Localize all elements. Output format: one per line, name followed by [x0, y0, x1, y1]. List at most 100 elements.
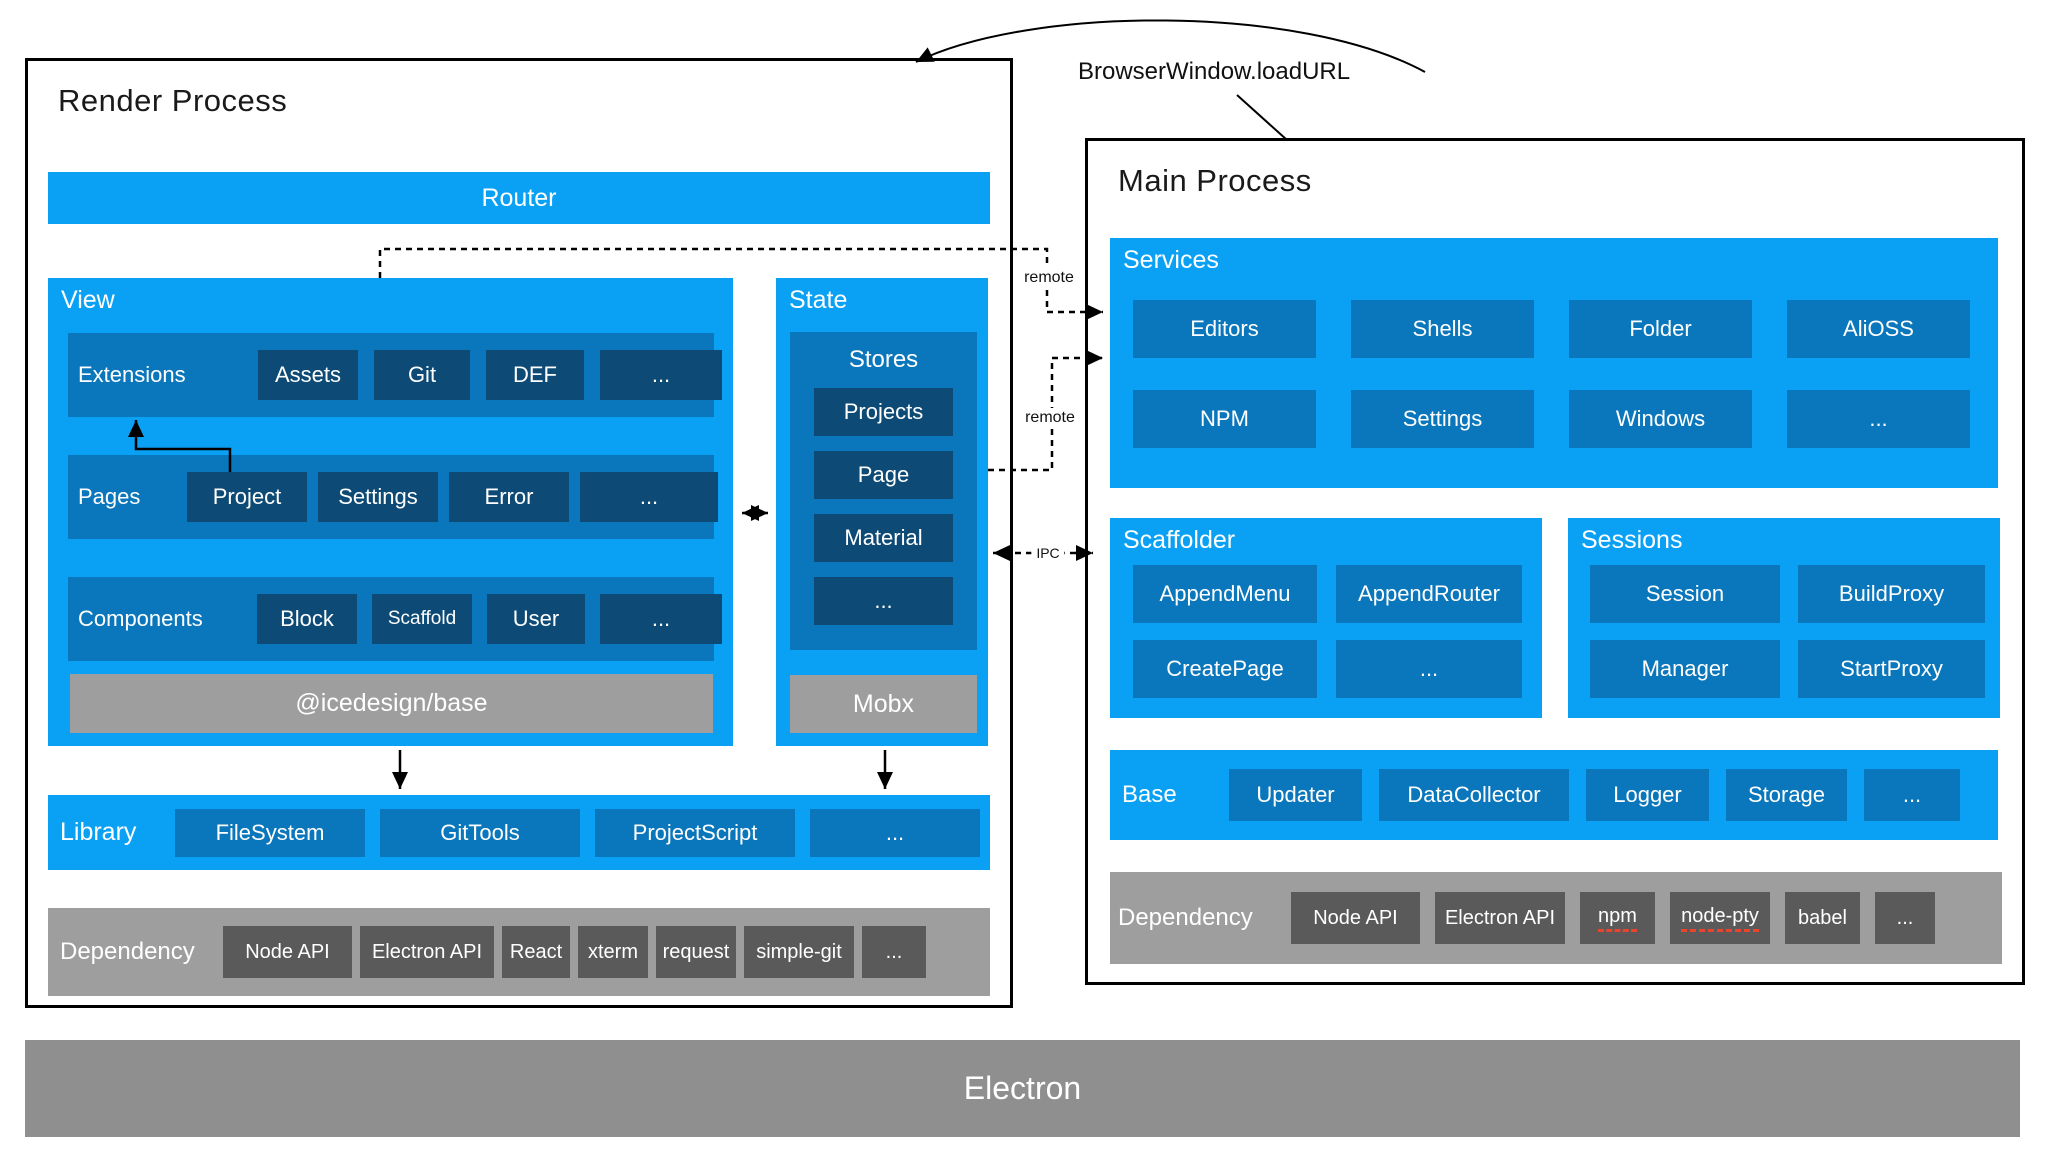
item-chip: babel — [1785, 892, 1860, 944]
item-chip: ... — [810, 808, 980, 857]
item-chip: Updater — [1229, 769, 1362, 821]
item-chip-label: Node API — [1313, 906, 1398, 929]
scaffolder-title: Scaffolder — [1123, 526, 1236, 554]
item-chip: npm — [1580, 892, 1655, 944]
ipc-label: IPC — [1031, 544, 1065, 562]
electron-bar: Electron — [25, 1040, 2020, 1137]
item-chip: ... — [1864, 769, 1960, 821]
library-bar: Library FileSystem GitTools ProjectScrip… — [48, 795, 990, 870]
item-chip: Node API — [1291, 892, 1420, 944]
item-chip-label: node-pty — [1681, 905, 1759, 932]
view-row-components: Components Block Scaffold User ... — [68, 577, 722, 661]
scaffolder-panel: Scaffolder AppendMenu AppendRouter Creat… — [1110, 518, 1542, 718]
item-chip: Node API — [223, 926, 352, 978]
render-process-title: Render Process — [58, 83, 288, 118]
item-chip: Assets — [258, 350, 358, 400]
view-row-pages: Pages Project Settings Error ... — [68, 455, 718, 539]
item-chip: Settings — [318, 472, 438, 522]
item-chip: ... — [814, 577, 953, 625]
item-chip: xterm — [578, 926, 648, 978]
item-chip: Electron API — [1435, 892, 1565, 944]
item-chip: Session — [1590, 565, 1780, 623]
main-dependency-bar: Dependency Node API Electron API npm nod… — [1110, 872, 2002, 964]
item-chip: Windows — [1569, 390, 1752, 448]
item-chip-label: babel — [1798, 906, 1847, 929]
sessions-row-1: Session BuildProxy — [1568, 565, 2000, 623]
item-chip: ... — [1875, 892, 1935, 944]
remote-label-1: remote — [1019, 268, 1079, 288]
services-row-1: Editors Shells Folder AliOSS — [1110, 300, 1998, 358]
item-chip: Error — [449, 472, 569, 522]
sessions-title: Sessions — [1581, 526, 1683, 554]
stores-title: Stores — [848, 346, 919, 373]
main-process-title: Main Process — [1118, 163, 1312, 198]
item-chip: Projects — [814, 388, 953, 436]
services-row-2: NPM Settings Windows ... — [1110, 390, 1998, 448]
view-title: View — [61, 286, 115, 314]
router-bar: Router — [48, 172, 990, 224]
item-chip: Block — [257, 594, 357, 644]
icedesign-base-bar: @icedesign/base — [70, 674, 713, 733]
item-chip: ... — [600, 350, 722, 400]
item-chip: AliOSS — [1787, 300, 1970, 358]
item-chip: React — [502, 926, 570, 978]
loadurl-label: BrowserWindow.loadURL — [1078, 58, 1351, 85]
item-chip: CreatePage — [1133, 640, 1317, 698]
state-title: State — [789, 286, 848, 314]
item-chip: AppendRouter — [1336, 565, 1522, 623]
item-chip: Material — [814, 514, 953, 562]
item-chip: User — [487, 594, 585, 644]
stores-box: Stores Projects Page Material ... — [790, 332, 977, 650]
item-chip: Git — [374, 350, 470, 400]
row-label: Pages — [78, 484, 141, 509]
services-title: Services — [1123, 246, 1219, 274]
dependency-label: Dependency — [1118, 904, 1253, 931]
item-chip: ... — [1336, 640, 1522, 698]
scaffolder-row-1: AppendMenu AppendRouter — [1110, 565, 1542, 623]
render-dependency-bar: Dependency Node API Electron API React x… — [48, 908, 990, 996]
item-chip: Editors — [1133, 300, 1316, 358]
view-panel: View Extensions Assets Git DEF ... Pages… — [48, 278, 733, 746]
item-chip: ... — [580, 472, 718, 522]
item-chip: BuildProxy — [1798, 565, 1985, 623]
item-chip: StartProxy — [1798, 640, 1985, 698]
item-chip: GitTools — [380, 808, 580, 857]
item-chip: request — [656, 926, 736, 978]
remote-label-2: remote — [1020, 408, 1080, 428]
view-row-extensions: Extensions Assets Git DEF ... — [68, 333, 722, 417]
dependency-label: Dependency — [60, 938, 195, 965]
library-label: Library — [60, 818, 137, 846]
item-chip: FileSystem — [175, 808, 365, 857]
services-panel: Services Editors Shells Folder AliOSS NP… — [1110, 238, 1998, 488]
item-chip-label: ... — [1896, 906, 1914, 929]
item-chip: Electron API — [360, 926, 494, 978]
item-chip: Folder — [1569, 300, 1752, 358]
item-chip: Scaffold — [372, 594, 472, 644]
item-chip: DEF — [486, 350, 584, 400]
base-label: Base — [1122, 781, 1177, 808]
row-label: Extensions — [78, 362, 186, 387]
stores-items: Projects Page Material ... — [814, 388, 953, 625]
scaffolder-row-2: CreatePage ... — [1110, 640, 1542, 698]
state-panel: State Stores Projects Page Material ... … — [776, 278, 988, 746]
loadurl-leader-line — [1236, 94, 1288, 141]
item-chip-label: npm — [1598, 905, 1637, 932]
item-chip: Project — [187, 472, 307, 522]
item-chip: simple-git — [744, 926, 854, 978]
item-chip: ... — [1787, 390, 1970, 448]
item-chip: Manager — [1590, 640, 1780, 698]
item-chip: node-pty — [1670, 892, 1770, 944]
base-bar: Base Updater DataCollector Logger Storag… — [1110, 750, 1998, 840]
item-chip: NPM — [1133, 390, 1316, 448]
sessions-row-2: Manager StartProxy — [1568, 640, 2000, 698]
item-chip: ... — [600, 594, 722, 644]
row-label: Components — [78, 606, 203, 631]
item-chip: AppendMenu — [1133, 565, 1317, 623]
item-chip: Settings — [1351, 390, 1534, 448]
item-chip-label: Electron API — [1444, 906, 1556, 929]
item-chip: Storage — [1726, 769, 1847, 821]
item-chip: DataCollector — [1379, 769, 1569, 821]
mobx-bar: Mobx — [790, 675, 977, 733]
item-chip: Shells — [1351, 300, 1534, 358]
